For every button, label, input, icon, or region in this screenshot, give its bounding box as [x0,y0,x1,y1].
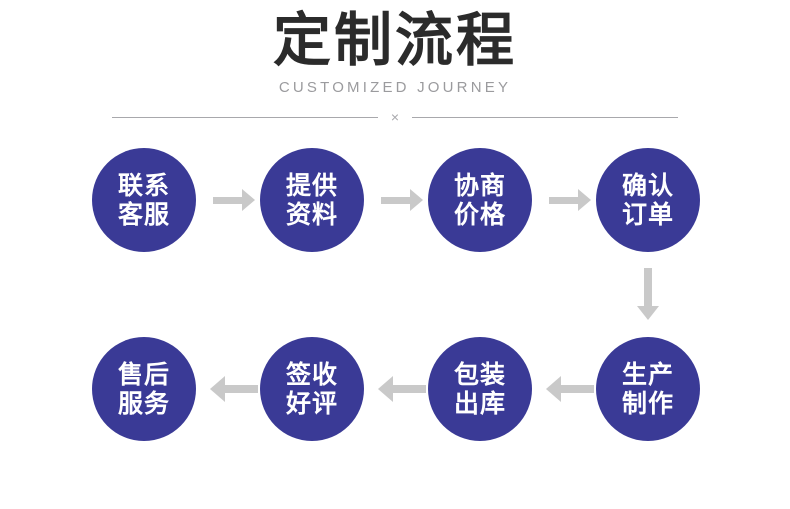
flow-node-production[interactable]: 生产 制作 [596,337,700,441]
divider-rule-right [412,116,678,118]
flow-node-label-line1: 签收 [285,360,338,389]
flow-node-negotiate-price[interactable]: 协商 价格 [428,148,532,252]
page-subtitle: CUSTOMIZED JOURNEY [278,79,512,96]
flow-node-label-line2: 客服 [117,200,170,229]
flow-node-label-line1: 包装 [453,360,506,389]
flow-node-label-line1: 联系 [117,171,170,200]
arrow-shaft [549,196,578,204]
arrow-shaft [225,385,258,393]
arrow-head [378,376,393,402]
arrow-right-icon-3 [549,189,591,211]
arrow-head [578,189,591,211]
arrow-head [637,306,659,320]
arrow-head [410,189,423,211]
arrow-down-icon [637,268,659,326]
flow-node-contact-service[interactable]: 联系 客服 [92,148,196,252]
flow-node-label-line2: 出库 [453,389,506,418]
arrow-head [242,189,255,211]
divider-rule-left [112,116,378,118]
flow-node-after-sales-service[interactable]: 售后 服务 [92,337,196,441]
flow-node-label-line1: 确认 [621,171,674,200]
flow-row-2: 售后 服务 签收 好评 包装 出库 生产 制作 [0,337,790,443]
flow-node-label-line1: 协商 [453,171,506,200]
arrow-shaft [213,196,242,204]
arrow-right-icon-1 [213,189,255,211]
flow-node-label-line2: 好评 [285,389,338,418]
flow-node-label-line2: 订单 [621,200,674,229]
arrow-head [210,376,225,402]
arrow-left-icon-2 [378,376,426,402]
flow-node-label-line2: 制作 [621,389,674,418]
arrow-left-icon-3 [546,376,594,402]
arrow-head [546,376,561,402]
flow-node-sign-and-review[interactable]: 签收 好评 [260,337,364,441]
flow-node-label-line2: 价格 [453,200,506,229]
flow-node-packaging-shipping[interactable]: 包装 出库 [428,337,532,441]
flow-node-label-line1: 提供 [285,171,338,200]
arrow-shaft [644,268,652,306]
page-title: 定制流程 [272,6,517,74]
arrow-shaft [393,385,426,393]
flow-node-label-line1: 售后 [117,360,170,389]
arrow-shaft [561,385,594,393]
arrow-shaft [381,196,410,204]
flow-node-label-line2: 服务 [117,389,170,418]
arrow-left-icon-1 [210,376,258,402]
divider-x-icon: × [390,109,400,125]
flow-node-provide-materials[interactable]: 提供 资料 [260,148,364,252]
flow-row-1: 联系 客服 提供 资料 协商 价格 确认 订单 [0,148,790,254]
divider: × [112,108,678,126]
arrow-right-icon-2 [381,189,423,211]
flow-node-label-line1: 生产 [621,360,674,389]
flow-node-label-line2: 资料 [285,200,338,229]
header: 定制流程 CUSTOMIZED JOURNEY [0,0,790,97]
flow-node-confirm-order[interactable]: 确认 订单 [596,148,700,252]
